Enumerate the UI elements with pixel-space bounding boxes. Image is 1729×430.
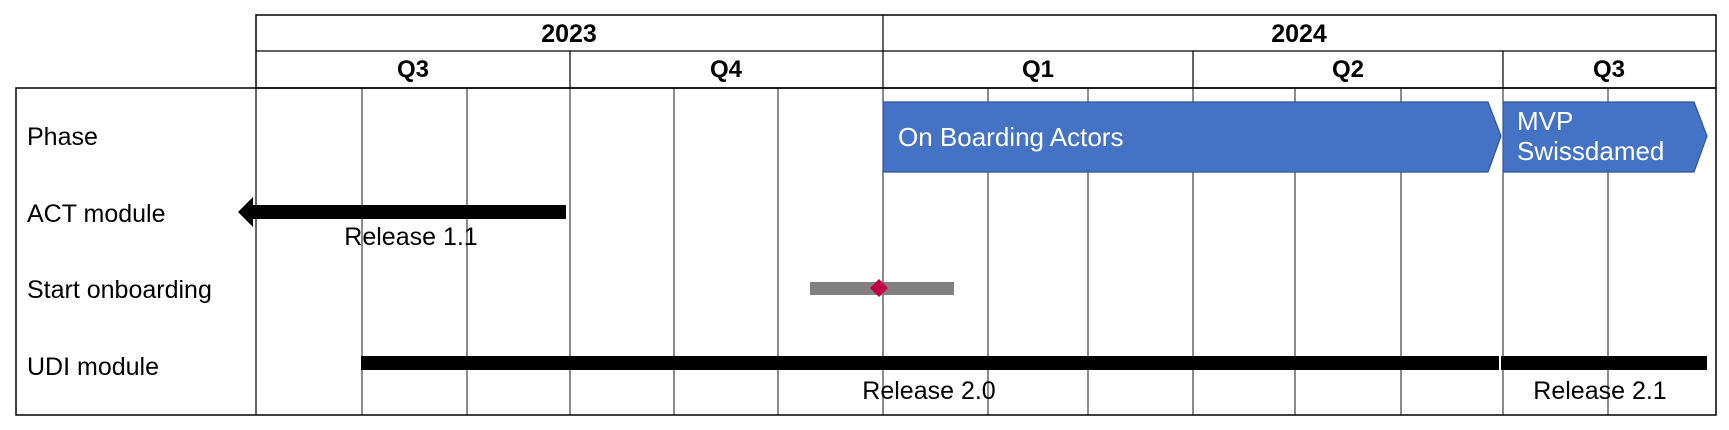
phase-label-mvp-line2: Swissdamed	[1517, 136, 1664, 166]
udi-release-label-2-1: Release 2.1	[1533, 377, 1666, 405]
row-label-act-module: ACT module	[27, 200, 166, 228]
phase-chevron-mvp	[1502, 101, 1708, 173]
row-label-phase: Phase	[27, 123, 98, 151]
phase-label-onboarding: On Boarding Actors	[898, 122, 1123, 152]
udi-release-label-2-0: Release 2.0	[862, 377, 995, 405]
year-label-2023: 2023	[541, 20, 597, 48]
phase-label-mvp-line1: MVP	[1517, 106, 1573, 136]
act-module-bar	[253, 205, 566, 219]
quarter-label: Q4	[710, 56, 743, 83]
act-release-label: Release 1.1	[344, 223, 477, 251]
phase-chevron-onboarding	[882, 101, 1502, 173]
row-label-udi-module: UDI module	[27, 353, 159, 381]
quarter-label: Q1	[1022, 56, 1054, 83]
onboarding-milestone-diamond	[870, 279, 888, 297]
quarter-label: Q2	[1332, 56, 1364, 83]
udi-module-bar	[361, 356, 1707, 370]
quarter-label: Q3	[397, 56, 429, 83]
act-module-arrowhead	[238, 197, 253, 227]
row-label-start-onboarding: Start onboarding	[27, 276, 212, 304]
year-label-2024: 2024	[1271, 20, 1327, 48]
grid-frame	[15, 87, 1717, 416]
quarter-label: Q3	[1593, 56, 1625, 83]
